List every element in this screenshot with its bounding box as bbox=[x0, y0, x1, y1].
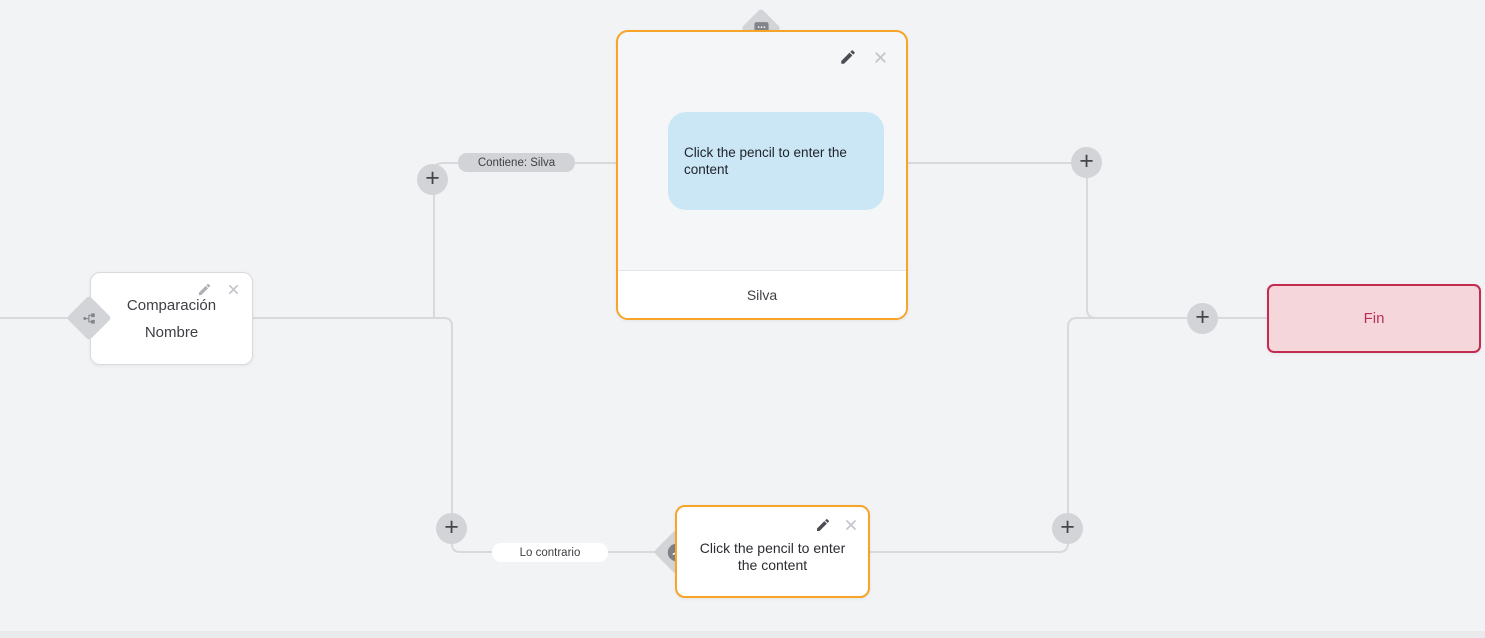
message-node[interactable]: Click the pencil to enter the content Si… bbox=[616, 30, 908, 320]
add-step-button-contains-branch[interactable]: + bbox=[417, 164, 448, 195]
edge-label-otherwise: Lo contrario bbox=[492, 543, 608, 562]
close-icon[interactable] bbox=[226, 282, 241, 297]
pencil-icon[interactable] bbox=[839, 48, 857, 66]
end-node[interactable]: Fin bbox=[1267, 284, 1481, 353]
add-step-button-otherwise-branch[interactable]: + bbox=[436, 513, 467, 544]
edge-label-contains: Contiene: Silva bbox=[458, 153, 575, 172]
end-node-label: Fin bbox=[1363, 310, 1385, 327]
message-bubble: Click the pencil to enter the content bbox=[668, 112, 884, 210]
canvas-bottom-edge bbox=[0, 631, 1485, 638]
add-step-button-after-message[interactable]: + bbox=[1071, 147, 1102, 178]
message-footer: Silva bbox=[618, 270, 906, 318]
edge-label-contains-text: Contiene: Silva bbox=[477, 156, 556, 169]
add-step-button-after-delay[interactable]: + bbox=[1052, 513, 1083, 544]
close-icon[interactable] bbox=[843, 517, 859, 533]
condition-node-handle[interactable] bbox=[67, 296, 111, 340]
delay-node[interactable]: Click the pencil to enter the content bbox=[675, 505, 870, 598]
pencil-icon[interactable] bbox=[815, 517, 831, 533]
branch-icon bbox=[82, 311, 97, 326]
delay-placeholder-text: Click the pencil to enter the content bbox=[699, 539, 846, 573]
edge-condition-to-message bbox=[433, 162, 618, 318]
edge-delay-to-end bbox=[870, 317, 1195, 553]
edge-label-otherwise-text: Lo contrario bbox=[519, 546, 581, 559]
condition-title-line2: Nombre bbox=[144, 323, 199, 341]
add-step-button-before-end[interactable]: + bbox=[1187, 303, 1218, 334]
close-icon[interactable] bbox=[872, 49, 889, 66]
pencil-icon[interactable] bbox=[197, 282, 212, 297]
condition-title-line1: Comparación bbox=[126, 296, 217, 314]
condition-node[interactable]: Comparación Nombre bbox=[90, 272, 253, 365]
edge-condition-to-delay bbox=[253, 317, 662, 553]
edge-message-to-end bbox=[908, 162, 1268, 319]
message-placeholder-text: Click the pencil to enter the content bbox=[684, 145, 847, 177]
message-footer-label: Silva bbox=[746, 286, 778, 303]
